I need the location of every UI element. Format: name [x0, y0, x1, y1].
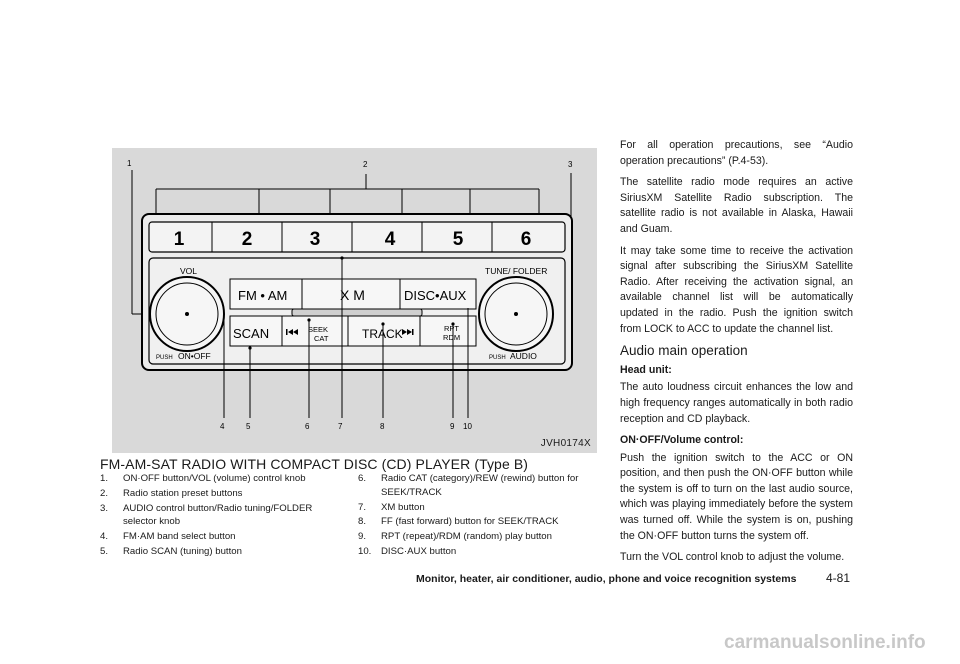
callout-4: 4	[220, 422, 225, 431]
list-item: 6.Radio CAT (category)/REW (rewind) butt…	[358, 473, 579, 498]
skip-forward-icon	[402, 329, 414, 335]
disc-aux-button[interactable]: DISC•AUX	[404, 288, 467, 303]
xm-button[interactable]: X M	[340, 287, 365, 303]
callout-6: 6	[305, 422, 310, 431]
legend-list-left: 1.ON·OFF button/VOL (volume) control kno…	[100, 472, 345, 560]
list-item: 4.FM·AM band select button	[100, 531, 236, 543]
rdm-label[interactable]: RDM	[443, 333, 460, 342]
skip-back-icon	[286, 329, 298, 335]
rpt-label[interactable]: RPT	[444, 324, 459, 333]
loudness-paragraph: The auto loudness circuit enhances the l…	[620, 381, 853, 425]
satellite-paragraph: The satellite radio mode requires an act…	[620, 176, 853, 235]
callout-9: 9	[450, 422, 455, 431]
list-item: 5.Radio SCAN (tuning) button	[100, 545, 242, 557]
tune-folder-label: TUNE/ FOLDER	[485, 266, 547, 276]
activation-paragraph: It may take some time to receive the act…	[620, 244, 853, 335]
volume-paragraph: Turn the VOL control knob to adjust the …	[620, 551, 845, 564]
callout-3: 3	[568, 160, 573, 169]
preset-1[interactable]: 1	[174, 229, 185, 250]
page-number: 4-81	[826, 571, 851, 585]
list-item: 3.AUDIO control button/Radio tuning/FOLD…	[100, 502, 313, 528]
preset-6[interactable]: 6	[521, 229, 532, 250]
figure-code: JVH0174X	[540, 438, 591, 449]
right-column: For all operation precautions, see “Audi…	[620, 138, 853, 572]
list-item: 7.XM button	[358, 501, 425, 513]
on-off-label: ON•OFF	[178, 351, 211, 361]
list-item: 2.Radio station preset buttons	[100, 487, 243, 499]
callout-10: 10	[463, 422, 472, 431]
preset-2[interactable]: 2	[242, 229, 253, 250]
fm-am-button[interactable]: FM • AM	[238, 288, 287, 303]
tune-knob[interactable]	[514, 312, 518, 316]
vol-label: VOL	[180, 266, 197, 276]
preset-5[interactable]: 5	[453, 229, 464, 250]
list-item: 9.RPT (repeat)/RDM (random) play button	[358, 531, 552, 543]
section-title: FM-AM-SAT RADIO WITH COMPACT DISC (CD) P…	[100, 456, 529, 472]
precautions-paragraph: For all operation precautions, see “Audi…	[620, 139, 853, 167]
legend-list-right: 6.Radio CAT (category)/REW (rewind) butt…	[358, 472, 603, 560]
preset-3[interactable]: 3	[310, 229, 321, 250]
callout-7: 7	[338, 422, 343, 431]
scan-button[interactable]: SCAN	[233, 326, 269, 341]
audio-label: AUDIO	[510, 351, 537, 361]
push-right-label: PUSH	[489, 355, 506, 361]
volume-knob[interactable]	[185, 312, 189, 316]
track-button[interactable]: TRACK	[362, 327, 403, 341]
callout-1: 1	[127, 159, 132, 168]
seek-label[interactable]: SEEK	[308, 325, 328, 334]
cat-label[interactable]: CAT	[314, 334, 329, 343]
callout-5: 5	[246, 422, 251, 431]
radio-diagram: 1 2 3 4 5 6 VOL TUNE/ FOLDE	[112, 148, 597, 453]
audio-main-heading: Audio main operation	[620, 343, 748, 359]
push-left-label: PUSH	[156, 355, 173, 361]
callout-8: 8	[380, 422, 385, 431]
on-off-subheading: ON·OFF/Volume control:	[620, 434, 744, 447]
list-item: 10.DISC·AUX button	[358, 545, 457, 557]
list-item: 8.FF (fast forward) button for SEEK/TRAC…	[358, 516, 559, 528]
radio-panel-drawing: 1 2 3 4 5 6 VOL TUNE/ FOLDE	[127, 159, 573, 431]
preset-4[interactable]: 4	[385, 229, 396, 250]
footer-title: Monitor, heater, air conditioner, audio,…	[416, 573, 797, 585]
watermark: carmanualsonline.info	[724, 632, 926, 653]
callout-2: 2	[363, 160, 368, 169]
ignition-paragraph: Push the ignition switch to the ACC or O…	[620, 451, 853, 542]
head-unit-subheading: Head unit:	[620, 363, 672, 376]
list-item: 1.ON·OFF button/VOL (volume) control kno…	[100, 473, 306, 484]
